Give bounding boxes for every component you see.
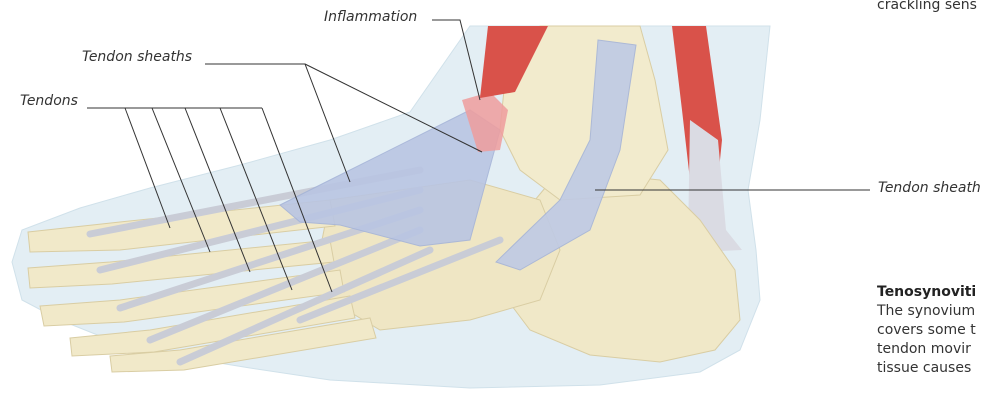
side-panel-line: covers some t	[877, 321, 976, 340]
side-panel-line: The synovium	[877, 302, 976, 321]
tendon-sheaths-label: Tendon sheaths	[82, 49, 192, 65]
side-panel-title: Tenosynoviti	[877, 283, 976, 302]
side-panel-line: tendon movir	[877, 340, 976, 359]
side-panel-line: tissue causes	[877, 359, 976, 378]
tendons-label: Tendons	[20, 93, 78, 109]
side-text-top-fragment: crackling sens	[877, 0, 977, 15]
side-panel: Tenosynoviti The synovium covers some t …	[877, 283, 976, 378]
tendon-sheath-label: Tendon sheath	[878, 180, 981, 196]
inflammation-label: Inflammation	[324, 9, 417, 25]
